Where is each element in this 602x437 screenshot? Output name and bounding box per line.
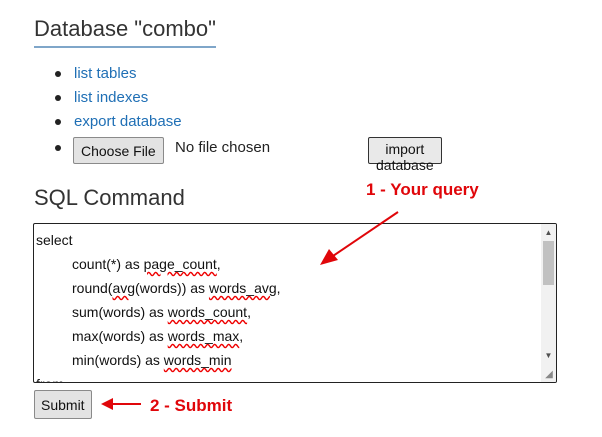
page-title: Database "combo" [34,16,216,48]
resize-grip-icon[interactable]: ◢ [545,369,553,380]
annotation-your-query: 1 - Your query [366,180,479,199]
textarea-scrollbar[interactable]: ▲ ▼ [541,224,556,382]
scroll-down-icon[interactable]: ▼ [544,351,553,360]
sql-line: count(*) as page_count, [72,256,221,272]
export-database-link[interactable]: export database [74,113,182,130]
list-tables-link[interactable]: list tables [74,65,137,82]
file-status: No file chosen [175,139,271,156]
sql-textarea[interactable]: select count(*) as page_count, round(avg… [33,223,557,383]
submit-button[interactable]: Submit [34,390,92,419]
import-database-button[interactable]: import database [368,137,442,173]
scroll-thumb[interactable] [543,241,554,285]
database-menu: list tables list indexes export database… [55,62,442,173]
scroll-up-icon[interactable]: ▲ [544,228,553,237]
menu-item-list-tables: list tables [55,62,182,86]
menu-item-list-indexes: list indexes [55,86,182,110]
sql-code: select count(*) as page_count, round(avg… [36,228,540,382]
sql-line: round(avg(words)) as words_avg, [72,280,281,296]
menu-item-import: Choose File No file chosen import databa… [55,136,442,173]
sql-line: select [36,232,73,248]
annotation-submit: 2 - Submit [150,396,233,415]
sql-line: min(words) as words_min [72,352,232,368]
sql-line: sum(words) as words_count, [72,304,251,320]
sql-line: max(words) as words_max, [72,328,244,344]
sql-command-heading: SQL Command [34,185,185,210]
list-indexes-link[interactable]: list indexes [74,89,149,106]
arrow-to-submit [101,398,141,410]
menu-item-export-database: export database [55,110,182,134]
choose-file-button[interactable]: Choose File [73,137,164,164]
sql-line: from [36,372,540,382]
